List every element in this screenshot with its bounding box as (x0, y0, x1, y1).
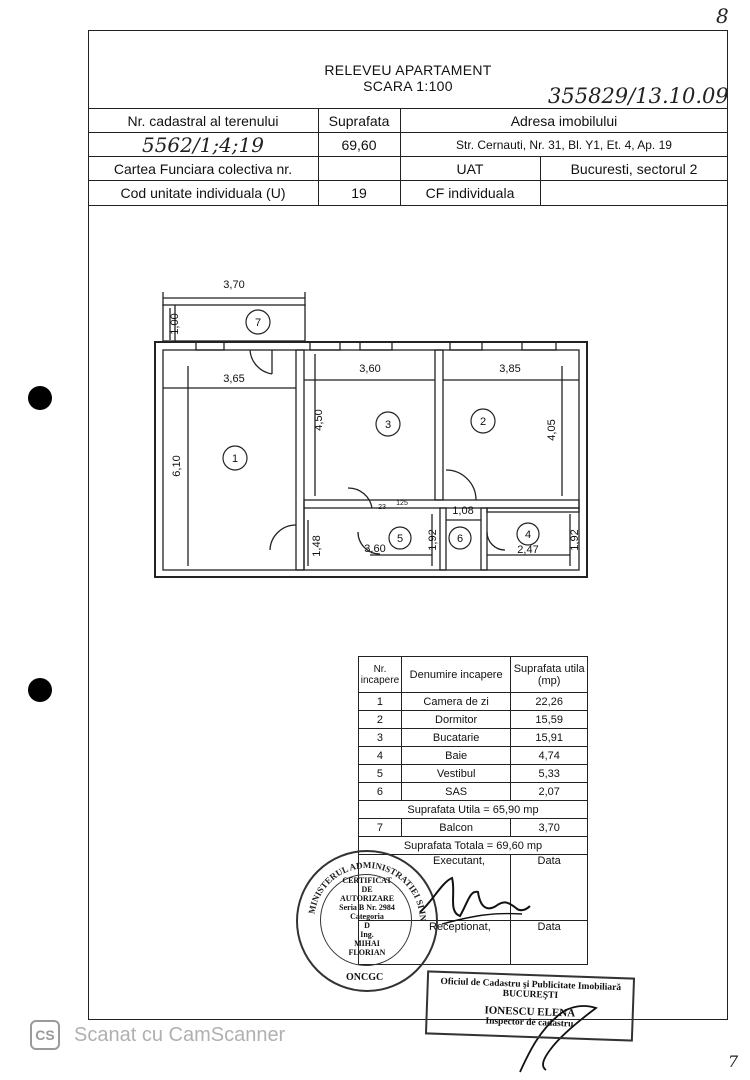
binder-hole-bottom (28, 678, 52, 702)
dim-bath-height: 1,92 (569, 529, 581, 550)
stamp-line-8: MIHAI (354, 939, 380, 948)
room-3-number: 3 (385, 419, 391, 431)
col-header-name: Denumire incapere (400, 656, 512, 693)
col-header-area: Suprafata utila (mp) (510, 656, 588, 693)
room-4-number: 4 (525, 529, 531, 541)
round-authorization-stamp: MINISTERUL ADMINISTRATIEI SI INTERNELOR … (296, 850, 438, 992)
grand-total: Suprafata Totala = 69,60 mp (358, 836, 588, 855)
document-frame (88, 30, 728, 1020)
stamp-line-6: D (364, 921, 370, 930)
unit-code-value: 19 (351, 185, 367, 201)
col-header-nr: Nr. incapere (358, 656, 402, 693)
dim-sas-width: 1,08 (452, 505, 473, 517)
dim-top: 3,70 (223, 279, 244, 291)
stamp-line-4: Seria B Nr. 2984 (339, 903, 395, 912)
dim-room3-height: 4,50 (313, 409, 325, 430)
handwritten-reference: 355829/13.10.09 (548, 84, 729, 108)
cf-collective-label: Cartea Funciara colectiva nr. (113, 160, 293, 177)
dim-room1-height: 6,10 (171, 455, 183, 476)
uat-label: UAT (456, 160, 484, 177)
room-5-number: 5 (397, 533, 403, 545)
cf-individual-label: CF individuala (425, 185, 515, 201)
bottom-page-mark: 7 (728, 1052, 739, 1071)
camscanner-watermark-text: Scanat cu CamScanner (74, 1024, 286, 1046)
camscanner-logo: CS (30, 1020, 60, 1050)
cadastral-nr-label: Nr. cadastral al terenului (127, 112, 279, 129)
dim-hall-height: 1,48 (311, 535, 323, 556)
inspector-signature (519, 1005, 598, 1073)
dim-small-b: 125 (396, 500, 408, 507)
grand-total-row: Suprafata Totala = 69,60 mp (358, 836, 588, 855)
address-label: Adresa imobilului (510, 112, 618, 129)
dim-balcony-height: 1,00 (169, 313, 181, 334)
stamp-line-7: Ing. (360, 930, 374, 939)
reception-date-label: Data (510, 920, 588, 965)
dim-sas-height: 1,92 (427, 529, 439, 550)
uat-value: Bucuresti, sectorul 2 (570, 160, 698, 177)
document-title: RELEVEU APARTAMENT SCARA 1:100 (88, 62, 728, 94)
title-line-1: RELEVEU APARTAMENT (324, 62, 492, 78)
unit-code-label: Cod unitate individuala (U) (120, 185, 286, 201)
dim-room2-width: 3,85 (499, 363, 520, 375)
cf-individual-value (540, 181, 728, 205)
title-line-2: SCARA 1:100 (363, 78, 453, 94)
binder-hole-top (28, 386, 52, 410)
dim-bath-width: 2,47 (517, 544, 538, 556)
area-value: 69,60 (341, 136, 377, 153)
dim-small-a: 23 (378, 504, 386, 511)
header-row-1: Nr. cadastral al terenului Suprafata Adr… (88, 108, 728, 132)
room-1-number: 1 (232, 453, 238, 465)
room-6-number: 6 (457, 533, 463, 545)
header-row-3: Cartea Funciara colectiva nr. UAT Bucure… (88, 156, 728, 180)
util-total: Suprafata Utila = 65,90 mp (358, 800, 588, 819)
stamp-line-3: AUTORIZARE (339, 894, 395, 903)
stamp-line-2: DE (361, 885, 373, 894)
stamp-line-9: FLORIAN (348, 948, 386, 957)
room-2-number: 2 (480, 416, 486, 428)
dim-room3-width: 3,60 (359, 363, 380, 375)
cf-collective-value (318, 157, 400, 180)
corner-page-mark: 8 (716, 4, 729, 28)
util-total-row: Suprafata Utila = 65,90 mp (358, 800, 588, 819)
stamp-bottom-text: ONCGC (346, 972, 384, 983)
area-label: Suprafata (328, 112, 390, 129)
stamp-line-5: Categoria (350, 912, 384, 921)
dim-hall-width: 3,60 (364, 543, 385, 555)
dim-room2-height: 4,05 (546, 419, 558, 440)
room-7-number: 7 (255, 317, 261, 329)
address-value: Str. Cernauti, Nr. 31, Bl. Y1, Et. 4, Ap… (456, 137, 672, 152)
cadastral-office-stamp: Oficiul de Cadastru şi Publicitate Imobi… (424, 970, 636, 1042)
executant-signature (419, 876, 531, 925)
header-row-4: Cod unitate individuala (U) 19 CF indivi… (88, 180, 728, 206)
dim-room1-width: 3,65 (223, 373, 244, 385)
header-row-2: 5562/1;4;19 69,60 Str. Cernauti, Nr. 31,… (88, 132, 728, 157)
cadastral-nr-value: 5562/1;4;19 (141, 132, 264, 157)
floor-plan: 1 2 3 4 5 6 7 3,70 3,65 3,60 3,85 1,08 3… (154, 279, 588, 578)
stamp-line-1: CERTIFICAT (342, 876, 392, 885)
